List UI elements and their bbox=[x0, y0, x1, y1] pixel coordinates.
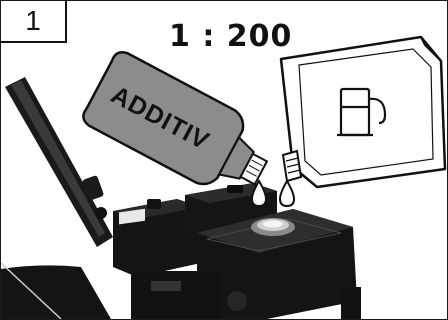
mower-deck bbox=[1, 265, 111, 319]
mix-ratio-label: 1 : 200 bbox=[169, 19, 292, 54]
step-number: 1 bbox=[25, 5, 41, 37]
fuel-canister bbox=[281, 37, 445, 187]
step-number-box: 1 bbox=[1, 1, 67, 43]
